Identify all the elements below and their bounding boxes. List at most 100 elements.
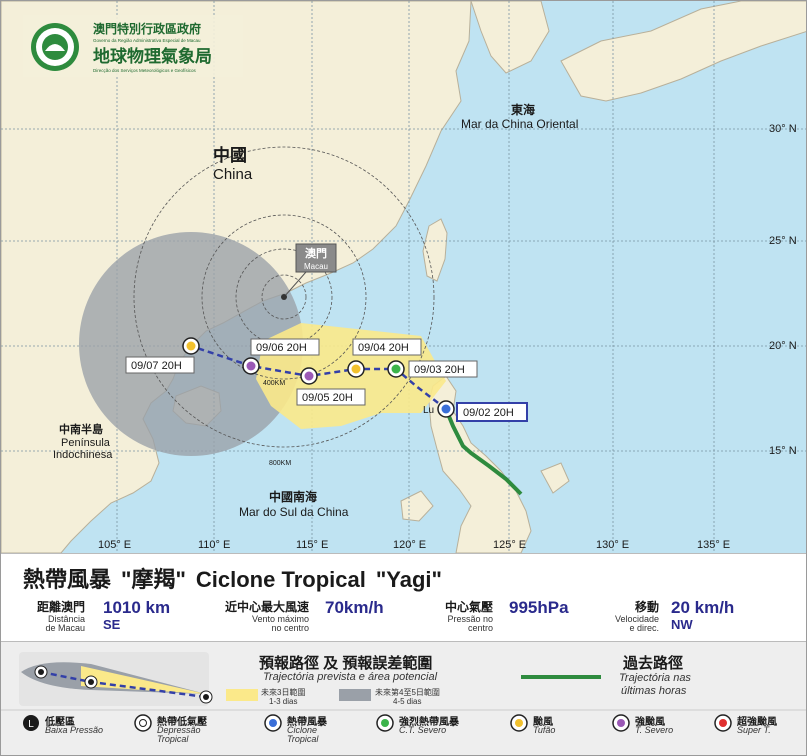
lon-label-110: 110° E (198, 539, 230, 551)
lat-label-25: 25° N (769, 235, 797, 247)
track-label-0902: 09/02 20H (456, 402, 528, 422)
legend-symbol-low: L 低壓區 Baixa Pressão (21, 711, 121, 751)
legend-forecast-pt: Trajectória prevista e área potencial (263, 671, 438, 683)
distance-value: 1010 km (103, 598, 171, 617)
lat-label-15: 15° N (769, 445, 797, 457)
stat-movement: 移動 Velocidade e direc. 20 km/h NW (614, 598, 735, 633)
symbol-0906 (242, 357, 260, 375)
label-luzon: Lu (423, 405, 434, 416)
storm-info-panel: 熱帶風暴 "摩羯" Ciclone Tropical "Yagi" 距離澳門 Dist… (1, 553, 806, 641)
lon-label-125: 125° E (493, 539, 526, 551)
storm-category-pt: Ciclone Tropical (195, 567, 366, 592)
label-indo-pt2: Indochinesa (53, 449, 113, 461)
storm-category-zh: 熱帶風暴 (23, 567, 112, 592)
agency-name-pt-top: Governo da Região Administrativa Especia… (93, 38, 201, 43)
map-svg: 400KM 800KM 09/02 20H 09/03 20H (1, 1, 806, 553)
label-ecs-pt: Mar da China Oriental (461, 117, 578, 131)
track-label-0903: 09/03 20H (408, 360, 478, 378)
stat-pressure: 中心氣壓 Pressão no centro 995hPa (444, 598, 569, 633)
symbol-0907 (182, 337, 200, 355)
label-indo-zh: 中南半島 (59, 422, 103, 436)
label-scs-zh: 中國南海 (269, 489, 317, 504)
legend-past-pt1: Trajectória nas (619, 672, 691, 684)
lat-label-20: 20° N (769, 340, 797, 352)
tropical-storm-icon (264, 714, 282, 732)
move-direction: NW (671, 617, 693, 632)
legend-forecast-zh: 預報路徑 及 預報誤差範圍 (259, 655, 433, 672)
storm-name-zh: "摩羯" (121, 567, 186, 592)
legend-graphics (1, 652, 806, 711)
severe-tropical-storm-icon (376, 714, 394, 732)
svg-text:09/02 20H: 09/02 20H (463, 407, 514, 419)
legend-symbol-severe-typhoon: 強颱風 T. Severo (611, 711, 701, 751)
swatch-cone45 (339, 689, 371, 701)
agency-name-pt: Direcção dos Serviços Meteorológicos e G… (93, 68, 197, 73)
distance-direction: SE (103, 617, 121, 632)
svg-text:09/06 20H: 09/06 20H (256, 342, 307, 354)
swatch-cone3 (226, 689, 258, 701)
svg-text:澳門: 澳門 (305, 246, 327, 260)
track-label-0906: 09/06 20H (250, 338, 320, 356)
legend-cone45-zh: 未來第4至5日範圍 (375, 688, 440, 697)
svg-text:L: L (28, 719, 34, 730)
symbol-0905 (300, 367, 318, 385)
label-china-zh: 中國 (213, 145, 247, 165)
lon-label-135: 135° E (697, 539, 730, 551)
track-label-0905: 09/05 20H (296, 388, 366, 406)
svg-text:09/03 20H: 09/03 20H (414, 364, 465, 376)
legend: 預報路徑 及 預報誤差範圍 Trajectória prevista e áre… (1, 641, 806, 755)
land-taiwan (422, 218, 448, 282)
track-map: 400KM 800KM 09/02 20H 09/03 20H (1, 1, 806, 553)
move-value: 20 km/h (671, 598, 735, 617)
legend-symbol-sts: 強烈熱帶風暴 C.T. Severo (375, 711, 495, 751)
legend-cone3-zh: 未來3日範圍 (261, 688, 306, 697)
storm-name-pt: "Yagi" (375, 567, 442, 592)
stat-wind: 近中心最大風速 Vento máximo no centro 70km/h (224, 598, 384, 633)
svg-text:Macau: Macau (304, 262, 328, 271)
super-typhoon-icon (714, 714, 732, 732)
lon-label-115: 115° E (296, 539, 328, 551)
lon-label-120: 120° E (393, 539, 426, 551)
tropical-depression-icon (134, 714, 152, 732)
agency-logo: 澳門特別行政區政府 Governo da Região Administrati… (23, 15, 243, 77)
legend-cone3-pt: 1-3 dias (269, 697, 298, 706)
svg-text:09/04 20H: 09/04 20H (358, 342, 409, 354)
symbol-0903 (387, 360, 405, 378)
label-china-pt: China (213, 166, 253, 183)
label-indo-pt1: Península (61, 437, 111, 449)
past-track (444, 408, 523, 496)
macau-marker: 澳門 Macau (281, 243, 337, 300)
low-pressure-icon: L (23, 715, 39, 731)
severe-typhoon-icon (612, 714, 630, 732)
track-label-0904: 09/04 20H (352, 338, 422, 356)
agency-name-zh: 地球物理氣象局 (93, 46, 212, 66)
wind-value: 70km/h (325, 598, 384, 617)
symbol-0904 (347, 360, 365, 378)
lon-label-105: 105° E (98, 539, 131, 551)
track-label-0907: 09/07 20H (125, 356, 195, 374)
lon-label-130: 130° E (596, 539, 629, 551)
svg-text:09/05 20H: 09/05 20H (302, 392, 353, 404)
lat-label-30: 30° N (769, 123, 797, 135)
range-rings (133, 146, 435, 448)
stat-distance: 距離澳門 Distância de Macau 1010 km SE (36, 598, 171, 633)
legend-symbol-td: 熱帶低氣壓 Depressão Tropical (133, 711, 243, 751)
legend-cone45-pt: 4-5 dias (393, 697, 422, 706)
symbol-0902 (437, 400, 455, 418)
pressure-value: 995hPa (509, 598, 569, 617)
legend-symbol-typhoon: 颱風 Tufão (509, 711, 589, 751)
range-400-label: 400KM (263, 380, 285, 387)
legend-symbol-super-typhoon: 超強颱風 Super T. (713, 711, 805, 751)
agency-name-zh-top: 澳門特別行政區政府 (93, 21, 201, 36)
land-islands (400, 462, 570, 522)
legend-past-zh: 過去路徑 (623, 655, 684, 672)
svg-text:09/07 20H: 09/07 20H (131, 360, 182, 372)
typhoon-icon (510, 714, 528, 732)
legend-past-pt2: últimas horas (621, 685, 687, 697)
range-800-label: 800KM (269, 460, 291, 467)
label-ecs-zh: 東海 (511, 102, 535, 117)
legend-symbol-ts: 熱帶風暴 Ciclone Tropical (263, 711, 363, 751)
storm-title: 熱帶風暴 "摩羯" Ciclone Tropical "Yagi" (23, 562, 452, 594)
land-korea (470, 1, 550, 74)
